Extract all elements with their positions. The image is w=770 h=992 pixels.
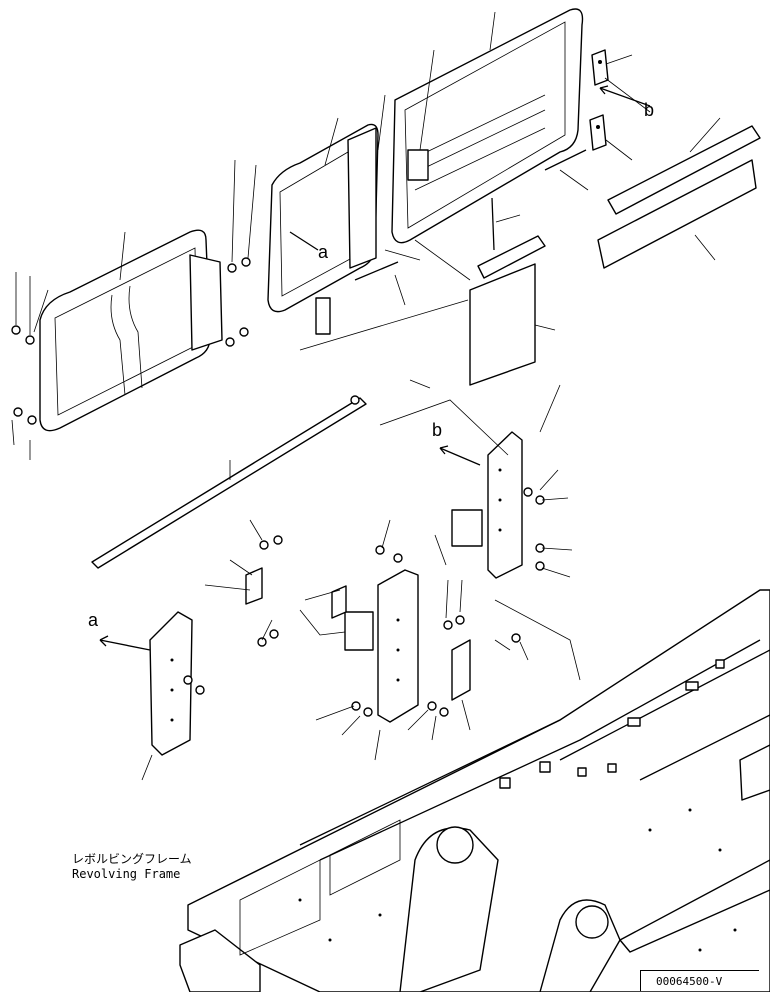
bracket-plate	[245, 567, 471, 701]
bolts-washers	[11, 257, 545, 717]
middle-door-panel	[267, 123, 379, 335]
support-post-right	[487, 431, 523, 579]
small-pad	[451, 509, 483, 547]
support-post-left	[149, 611, 193, 756]
foam-pad-long-lower	[597, 159, 757, 269]
frame-caption-jp: レボルビングフレーム	[72, 852, 192, 866]
support-post-center	[377, 569, 419, 723]
ref-a-bottom: a	[88, 610, 99, 630]
hinge-bracket-lower	[589, 114, 607, 151]
foam-pad-strip	[477, 235, 546, 279]
foam-pad-large	[469, 263, 536, 386]
drawing-code: 00064500-V	[656, 975, 723, 988]
ref-b-bottom: b	[432, 420, 443, 440]
direction-arrows	[99, 85, 651, 651]
pad-square	[344, 611, 374, 651]
frame-caption-en: Revolving Frame	[72, 867, 181, 881]
pin-rod	[354, 149, 587, 281]
left-door-panel	[39, 229, 223, 432]
foam-pad-long-upper	[607, 125, 761, 215]
rear-cover-panel	[391, 8, 584, 244]
drawing-code-box	[640, 970, 759, 991]
revolving-frame	[179, 589, 770, 992]
ref-a-top: a	[318, 242, 329, 262]
hinge-bracket-upper	[591, 49, 609, 86]
leader-lines	[11, 11, 721, 781]
ref-b-top: b	[644, 100, 655, 120]
seal-strip	[91, 397, 367, 569]
